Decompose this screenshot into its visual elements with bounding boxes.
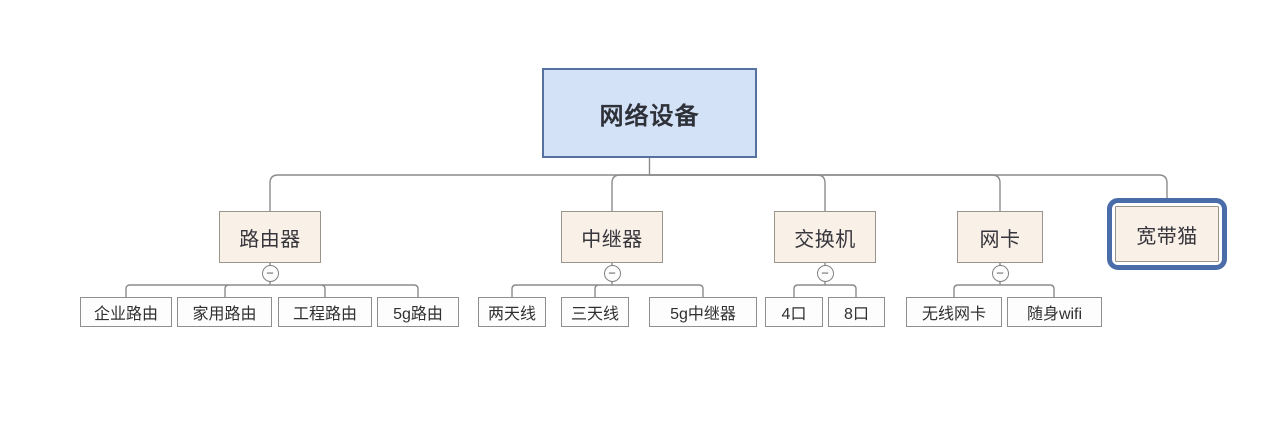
node-4-port[interactable]: 4口 (765, 297, 823, 327)
node-label: 家用路由 (192, 306, 257, 323)
node-root-label: 网络设备 (599, 102, 700, 130)
node-modem-label: 宽带猫 (1136, 225, 1198, 248)
node-label: 两天线 (487, 306, 536, 323)
minus-icon: − (996, 265, 1004, 280)
node-home-router[interactable]: 家用路由 (177, 297, 272, 327)
node-switch[interactable]: 交换机 (774, 211, 876, 263)
node-label: 4口 (781, 306, 807, 323)
node-label: 随身wifi (1026, 306, 1083, 323)
connector-root-to-router (269, 174, 650, 211)
node-nic-label: 网卡 (979, 228, 1021, 251)
node-5g-router[interactable]: 5g路由 (377, 297, 459, 327)
node-label: 8口 (844, 306, 869, 323)
node-engineering-router[interactable]: 工程路由 (278, 297, 372, 327)
minus-icon: − (608, 265, 616, 280)
node-label: 无线网卡 (921, 306, 986, 323)
connector-root-to-switch (649, 174, 826, 211)
node-root[interactable]: 网络设备 (542, 68, 757, 158)
node-repeater[interactable]: 中继器 (561, 211, 663, 263)
node-label: 三天线 (570, 306, 619, 323)
node-two-antenna[interactable]: 两天线 (478, 297, 546, 327)
node-wireless-nic[interactable]: 无线网卡 (906, 297, 1002, 327)
node-modem[interactable]: 宽带猫 (1115, 206, 1219, 262)
node-router-label: 路由器 (239, 228, 301, 251)
node-label: 工程路由 (292, 306, 357, 323)
node-enterprise-router[interactable]: 企业路由 (80, 297, 172, 327)
collapse-button-nic[interactable]: − (991, 264, 1009, 282)
node-label: 5g中继器 (670, 306, 736, 323)
connector-root-to-modem (649, 174, 1168, 200)
collapse-button-repeater[interactable]: − (603, 264, 621, 282)
selection-ring: 宽带猫 (1107, 198, 1227, 270)
collapse-button-router[interactable]: − (261, 264, 279, 282)
node-three-antenna[interactable]: 三天线 (561, 297, 629, 327)
node-8-port[interactable]: 8口 (828, 297, 885, 327)
node-portable-wifi[interactable]: 随身wifi (1007, 297, 1102, 327)
node-label: 5g路由 (393, 306, 443, 323)
node-router[interactable]: 路由器 (219, 211, 321, 263)
collapse-button-switch[interactable]: − (816, 264, 834, 282)
connector-root-to-repeater (611, 174, 650, 211)
node-repeater-label: 中继器 (581, 228, 643, 251)
node-5g-repeater[interactable]: 5g中继器 (649, 297, 757, 327)
minus-icon: − (821, 265, 829, 280)
minus-icon: − (266, 265, 274, 280)
node-label: 企业路由 (93, 306, 158, 323)
node-nic[interactable]: 网卡 (957, 211, 1043, 263)
node-switch-label: 交换机 (794, 228, 856, 251)
